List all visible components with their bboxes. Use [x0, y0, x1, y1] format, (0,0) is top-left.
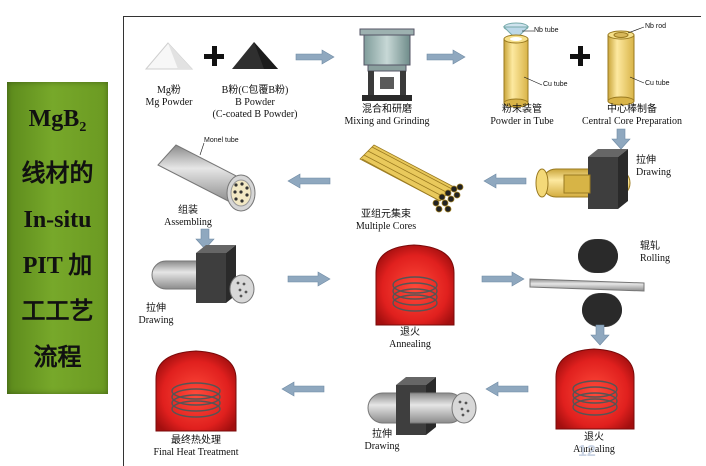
- arrow-right-icon: [481, 271, 525, 287]
- sidebar-title-line-5: 工工艺: [21, 298, 94, 325]
- mg-powder-icon: [144, 42, 194, 70]
- arrow-left-icon: [483, 173, 527, 189]
- arrow-left-icon: [287, 173, 331, 189]
- sidebar-title-line-3: In-situ: [23, 206, 92, 233]
- sidebar-title-line-2: 线材的: [21, 160, 94, 187]
- annealing-furnace-icon: [375, 244, 455, 326]
- arrow-left-icon: [281, 381, 325, 397]
- arrow-right-icon: [426, 49, 466, 65]
- sidebar-title-line-1: MgB2: [28, 105, 87, 135]
- central-core-icon: [607, 26, 645, 106]
- arrow-left-icon: [485, 381, 529, 397]
- sidebar-title-line-4: PIT 加: [22, 252, 93, 279]
- monel-tube-label: Monel tube: [204, 137, 239, 144]
- sidebar-title-line-6: 流程: [33, 344, 82, 371]
- b-powder-label: B粉(C包覆B粉)B Powder(C-coated B Powder): [212, 85, 298, 120]
- mixing-machine-icon: [359, 28, 415, 101]
- rolling-mill-icon: [529, 239, 645, 327]
- nb-tube-label: Nb tube: [534, 27, 559, 34]
- cu-tube-label: Cu tube: [543, 81, 568, 88]
- arrow-down-icon: [611, 128, 631, 150]
- final-heat-treatment-furnace-icon: [155, 350, 237, 432]
- cu-tube-label: Cu tube: [645, 80, 670, 87]
- powder-in-tube-icon: [502, 22, 543, 108]
- arrow-down-icon: [590, 324, 610, 346]
- monel-tube-assembly-icon: [157, 142, 256, 212]
- arrow-right-icon: [295, 49, 335, 65]
- drawing-die-icon: [151, 245, 255, 304]
- drawing-die-icon: [367, 377, 477, 435]
- arrow-right-icon: [287, 271, 331, 287]
- b-powder-icon: [232, 42, 278, 69]
- process-diagram-graphics: [144, 22, 645, 435]
- arrow-down-icon: [195, 228, 215, 250]
- drawing-die-icon: [535, 149, 631, 209]
- plus-icon: [570, 46, 590, 66]
- annealing-furnace-icon: [555, 348, 635, 430]
- nb-rod-label: Nb rod: [645, 23, 667, 30]
- plus-icon: [204, 46, 224, 66]
- page-number: 12: [578, 443, 596, 460]
- sidebar-title-box: MgB2 线材的 In-situ PIT 加 工工艺 流程: [7, 82, 108, 394]
- multiple-cores-icon: [359, 144, 464, 213]
